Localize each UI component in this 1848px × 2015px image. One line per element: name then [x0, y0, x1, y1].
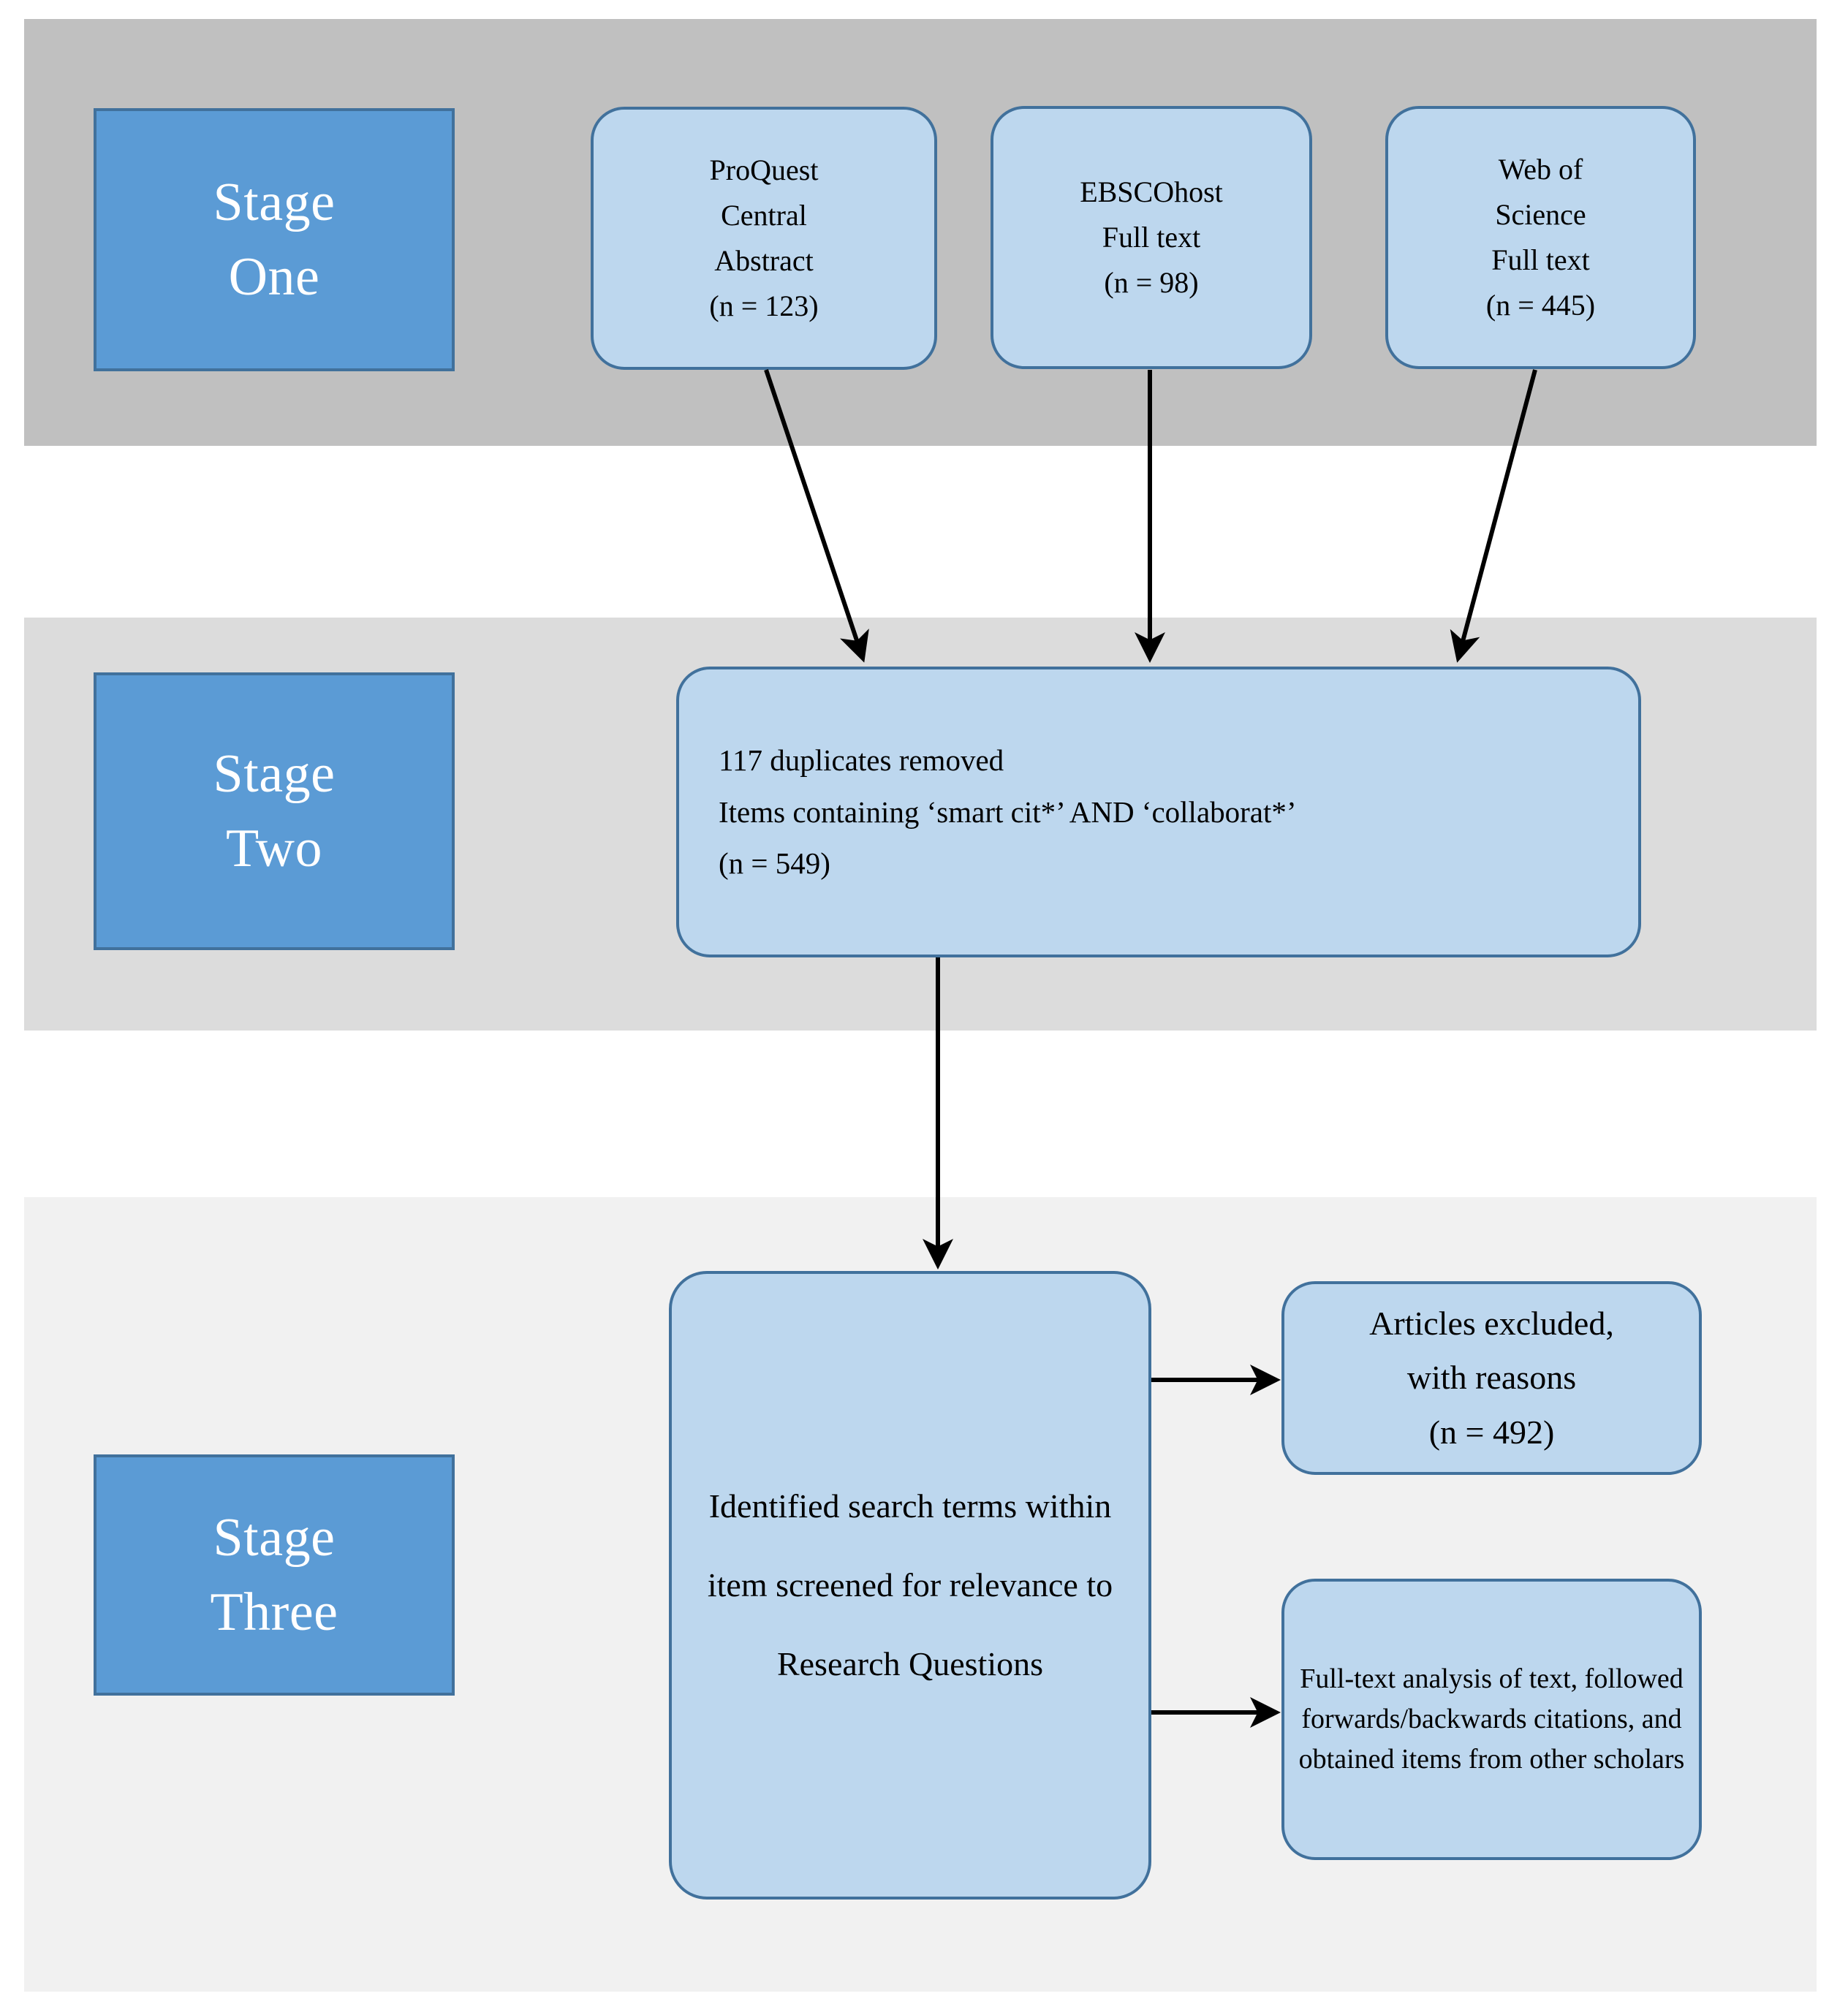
stage-label-one-text: Stage One — [213, 172, 336, 307]
node-screened-for-relevance-text: Identified search terms within item scre… — [707, 1487, 1113, 1683]
stage-label-two-text: Stage Two — [213, 743, 336, 879]
node-proquest-central-text: ProQuest Central Abstract (n = 123) — [709, 153, 819, 322]
node-duplicates-removed-text: 117 duplicates removed Items containing … — [719, 743, 1297, 881]
node-ebscohost-text: EBSCOhost Full text (n = 98) — [1080, 175, 1223, 299]
node-web-of-science: Web of Science Full text (n = 445) — [1385, 106, 1696, 369]
stage-label-two: Stage Two — [94, 672, 455, 950]
stage-label-three-text: Stage Three — [210, 1507, 338, 1642]
node-articles-excluded-text: Articles excluded, with reasons (n = 492… — [1369, 1304, 1614, 1451]
node-screened-for-relevance: Identified search terms within item scre… — [669, 1271, 1151, 1900]
node-duplicates-removed: 117 duplicates removed Items containing … — [676, 667, 1641, 957]
node-ebscohost: EBSCOhost Full text (n = 98) — [991, 106, 1312, 369]
node-full-text-analysis: Full-text analysis of text, followed for… — [1281, 1579, 1702, 1860]
node-web-of-science-text: Web of Science Full text (n = 445) — [1485, 153, 1596, 322]
stage-label-one: Stage One — [94, 108, 455, 371]
node-articles-excluded: Articles excluded, with reasons (n = 492… — [1281, 1281, 1702, 1475]
node-full-text-analysis-text: Full-text analysis of text, followed for… — [1298, 1663, 1685, 1775]
node-proquest-central: ProQuest Central Abstract (n = 123) — [591, 107, 937, 370]
stage-label-three: Stage Three — [94, 1454, 455, 1696]
